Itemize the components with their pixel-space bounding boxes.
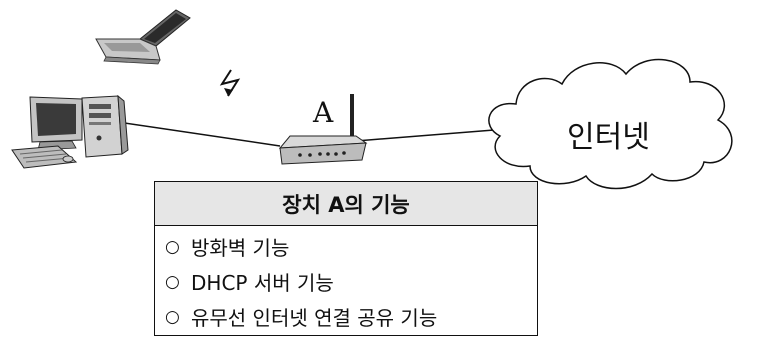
list-item: ○ 유무선 인터넷 연결 공유 기능 <box>165 299 537 334</box>
router-icon <box>278 94 368 165</box>
feature-dhcp: DHCP 서버 기능 <box>191 271 334 295</box>
list-item: ○ DHCP 서버 기능 <box>165 264 537 299</box>
pc-router-link <box>117 121 281 147</box>
wireless-signal-icon <box>219 69 241 97</box>
features-list: ○ 방화벽 기능 ○ DHCP 서버 기능 ○ 유무선 인터넷 연결 공유 기능 <box>155 226 537 334</box>
desktop-pc-icon <box>11 94 129 169</box>
list-item: ○ 방화벽 기능 <box>165 229 537 264</box>
device-a-label: A <box>313 96 334 129</box>
bullet-icon: ○ <box>165 271 180 292</box>
table-title: 장치 A의 기능 <box>155 182 537 226</box>
bullet-icon: ○ <box>165 306 180 327</box>
laptop-icon <box>95 9 191 65</box>
feature-firewall: 방화벽 기능 <box>191 236 290 260</box>
bullet-icon: ○ <box>165 236 180 257</box>
feature-sharing: 유무선 인터넷 연결 공유 기능 <box>191 306 438 330</box>
router-internet-link <box>355 129 495 142</box>
device-a-features-table: 장치 A의 기능 ○ 방화벽 기능 ○ DHCP 서버 기능 ○ 유무선 인터넷… <box>154 181 538 336</box>
internet-cloud-icon <box>488 58 733 190</box>
internet-label: 인터넷 <box>567 120 650 155</box>
